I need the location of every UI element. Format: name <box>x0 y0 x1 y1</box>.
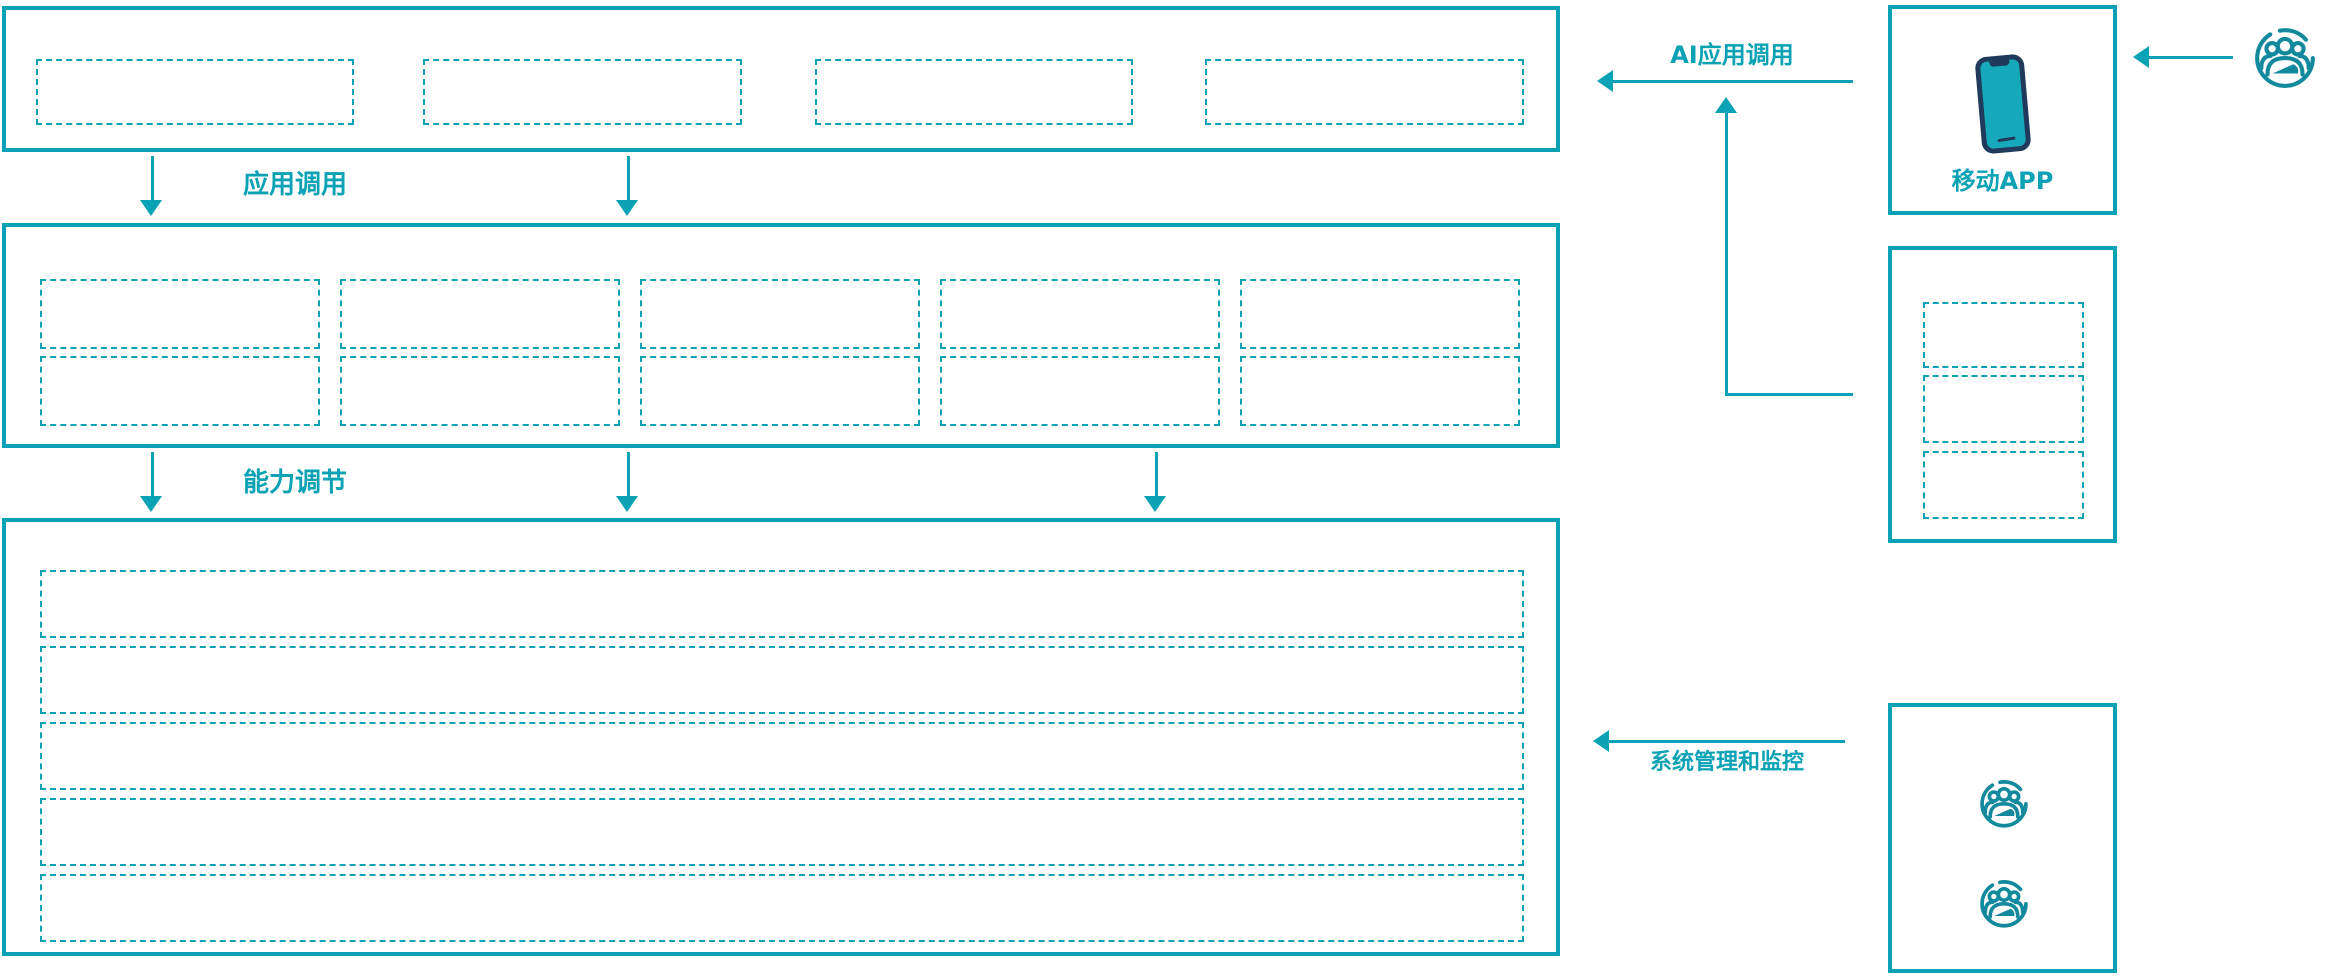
arrow-head <box>1593 730 1609 752</box>
admin-users-panel <box>1888 703 2117 973</box>
arrow-head <box>616 496 638 512</box>
placeholder-row <box>40 570 1524 638</box>
arrow-shaft <box>1725 113 1728 395</box>
user-group-icon <box>1978 877 2030 929</box>
user-group-icon <box>2252 24 2318 90</box>
user-group-icon <box>1978 777 2030 829</box>
arrow-head <box>2133 46 2149 68</box>
label-system-monitor: 系统管理和监控 <box>1650 750 1805 775</box>
placeholder-row <box>40 646 1524 714</box>
placeholder-box <box>40 356 320 426</box>
smartphone-icon <box>1968 50 2038 158</box>
label-capability-adjust: 能力调节 <box>243 468 348 498</box>
placeholder-box <box>1240 356 1520 426</box>
placeholder-row <box>40 798 1524 866</box>
arrow-head <box>140 496 162 512</box>
arrow-head <box>140 200 162 216</box>
placeholder-box <box>1205 59 1524 125</box>
arrow-shaft <box>1725 393 1853 396</box>
placeholder-box <box>1923 375 2084 443</box>
placeholder-box <box>40 279 320 349</box>
arrow-head <box>1597 70 1613 92</box>
placeholder-box <box>1923 451 2084 519</box>
placeholder-box <box>640 279 920 349</box>
placeholder-box <box>1240 279 1520 349</box>
placeholder-box <box>36 59 354 125</box>
arrow-head <box>1144 496 1166 512</box>
placeholder-box <box>1923 302 2084 368</box>
placeholder-box <box>940 279 1220 349</box>
arrow-shaft <box>627 156 630 202</box>
arrow-shaft <box>2149 56 2233 59</box>
arrow-shaft <box>151 156 154 202</box>
label-ai-app-call: AI应用调用 <box>1670 41 1794 69</box>
placeholder-box <box>340 279 620 349</box>
label-app-call: 应用调用 <box>243 170 348 200</box>
placeholder-box <box>423 59 742 125</box>
arrow-shaft <box>627 452 630 498</box>
arrow-head <box>616 200 638 216</box>
arrow-head <box>1715 97 1737 113</box>
arrow-shaft <box>1609 740 1845 743</box>
arrow-shaft <box>151 452 154 498</box>
arrow-shaft <box>1613 80 1853 83</box>
placeholder-box <box>940 356 1220 426</box>
label-mobile-app: 移动APP <box>1951 167 2054 195</box>
placeholder-box <box>640 356 920 426</box>
placeholder-row <box>40 874 1524 942</box>
placeholder-box <box>340 356 620 426</box>
arrow-shaft <box>1155 452 1158 498</box>
placeholder-row <box>40 722 1524 790</box>
placeholder-box <box>815 59 1133 125</box>
